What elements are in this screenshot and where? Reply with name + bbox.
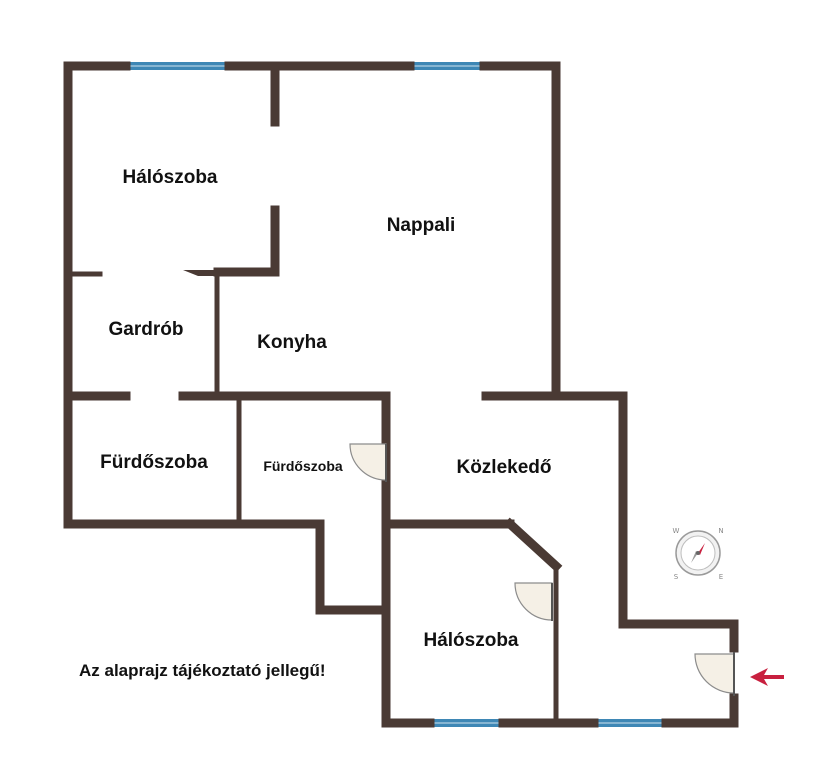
wall-segment [183, 270, 218, 276]
room-label-bedroom-bottom: Hálószoba [423, 630, 518, 651]
compass-letter-w: W [673, 527, 680, 535]
disclaimer-text: Az alaprajz tájékoztató jellegű! [79, 661, 326, 680]
doors [349, 443, 735, 696]
interior-walls [63, 61, 563, 724]
room-labels: Hálószoba Nappali Gardrób Konyha Fürdősz… [100, 167, 551, 651]
compass-letter-e: E [719, 573, 723, 581]
room-label-kitchen: Konyha [257, 332, 327, 353]
room-label-wardrobe: Gardrób [109, 319, 184, 340]
room-label-living-room: Nappali [387, 215, 456, 236]
compass-icon: W N S E [673, 527, 724, 581]
compass-letter-n: N [718, 527, 723, 535]
entrance-arrow-icon [750, 668, 784, 686]
room-label-bathroom-left: Fürdőszoba [100, 452, 208, 473]
room-label-hallway: Közlekedő [456, 457, 551, 478]
compass-letter-s: S [674, 573, 679, 581]
outer-walls [63, 61, 739, 728]
windows [126, 62, 666, 727]
door-bedroom-bottom [514, 582, 553, 621]
wall-segment [503, 517, 563, 573]
door-bathroom-small [349, 443, 387, 482]
room-label-bathroom-small: Fürdőszoba [263, 458, 343, 474]
room-label-bedroom-top: Hálószoba [122, 167, 217, 188]
door-entrance [694, 652, 735, 696]
